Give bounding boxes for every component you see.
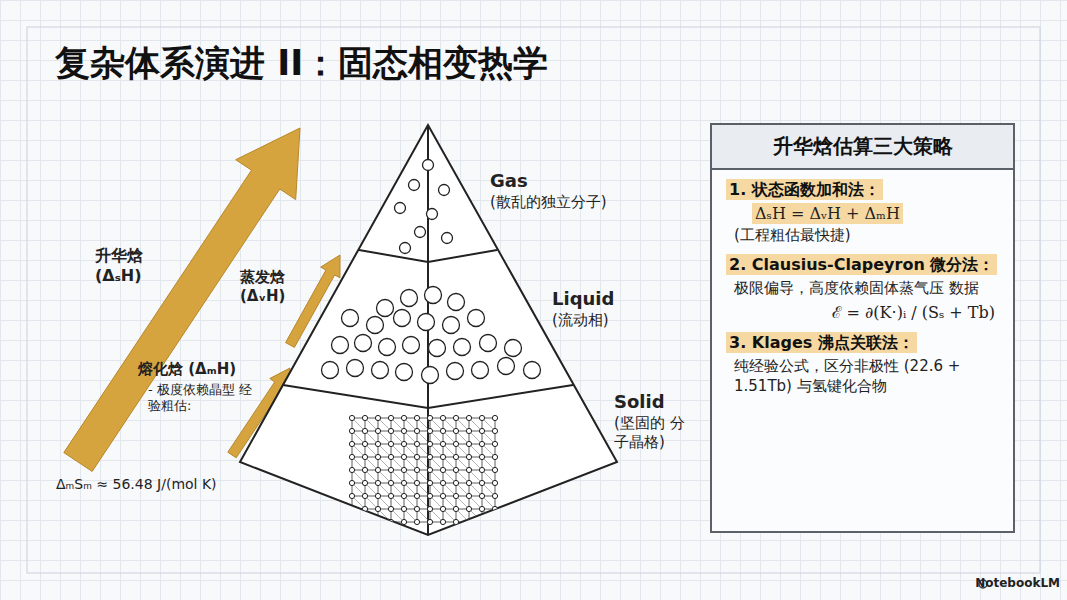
watermark: NotebookLM [975, 576, 1060, 591]
note: - 极度依赖晶型 经验粗估: [148, 382, 252, 415]
phase-desc: (流动相) [552, 311, 609, 330]
panel-heading: 升华焓估算三大策略 [712, 125, 1013, 170]
description: 极限偏导，高度依赖固体蒸气压 数据 [734, 278, 999, 298]
title: 复杂体系演进 II：固态相变热学 [55, 40, 548, 87]
phase-name: Liquid [552, 288, 614, 311]
formula: ΔₛH = ΔᵥH + ΔₘH [752, 203, 903, 224]
text-row: 3. Klages 沸点关联法： [726, 333, 999, 354]
text-row: 1. 状态函数加和法： [726, 180, 999, 201]
arrow-label: 熔化焓 (ΔₘH) [138, 360, 236, 379]
text-row: ΔₛH = ΔᵥH + ΔₘH [752, 204, 999, 223]
phase-desc: (散乱的独立分子) [490, 193, 607, 212]
phase-name: Gas [490, 170, 528, 193]
strategy-panel: 升华焓估算三大策略 1. 状态函数加和法： ΔₛH = ΔᵥH + ΔₘH(工程粗估… [710, 123, 1015, 533]
phase-desc: (坚固的 分子晶格) [614, 414, 696, 452]
strategy-heading: 3. Klages 沸点关联法： [726, 332, 917, 353]
strategy-heading: 1. 状态函数加和法： [726, 179, 883, 200]
pyramid [240, 125, 617, 535]
arrow-label: 蒸发焓 (ΔᵥH) [240, 268, 304, 306]
formula: ℰ = ∂(K·)ᵢ / (Sₛ + Tb) [726, 301, 995, 323]
phase-name: Solid [614, 391, 665, 414]
strategy-heading: 2. Clausius-Clapeyron 微分法： [726, 254, 997, 275]
entropy-value: ΔₘSₘ ≈ 56.48 J/(mol K) [56, 476, 217, 494]
note: (工程粗估最快捷) [734, 225, 999, 245]
arrow-label: 升华焓 (ΔₛH) [95, 246, 159, 286]
frame [27, 27, 1040, 573]
description: 纯经验公式，区分非极性 (22.6 + 1.51Tb) 与氢键化合物 [734, 356, 999, 397]
text-row: 2. Clausius-Clapeyron 微分法： [726, 255, 999, 276]
